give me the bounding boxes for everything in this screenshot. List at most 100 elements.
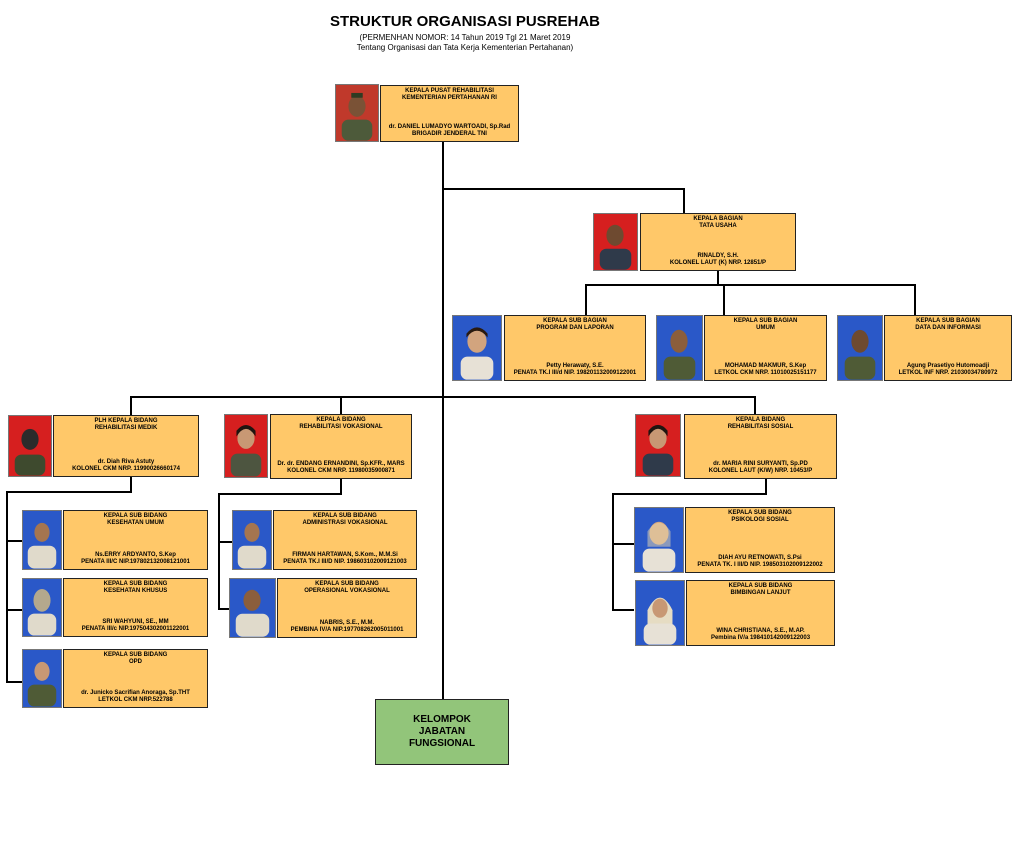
node-kasubbid-ops: KEPALA SUB BIDANG OPERASIONAL VOKASIONAL… — [277, 578, 417, 638]
connector-sosial-psi — [612, 543, 634, 545]
connector-tu-drop — [683, 188, 685, 213]
node-title: KEPALA PUSAT REHABILITASI — [405, 88, 494, 94]
connector-subbag-data — [914, 284, 916, 315]
node-kasubbag-program: KEPALA SUB BAGIAN PROGRAM DAN LAPORAN Pe… — [504, 315, 646, 381]
node-title: KEPALA SUB BAGIAN — [543, 318, 607, 324]
connector-medik-horizontal — [6, 491, 132, 493]
node-rank: PENATA TK.I III/D NIP. 19860310200912100… — [283, 559, 407, 565]
node-title: KEPALA SUB BIDANG — [313, 513, 377, 519]
node-person-name: Petty Herawaty, S.E. — [546, 363, 604, 369]
node-kasubbid-opd: KEPALA SUB BIDANG OPD dr. Junicko Sacrif… — [63, 649, 208, 708]
person-portrait-icon — [635, 580, 685, 646]
person-portrait-icon — [8, 415, 52, 477]
node-title: KEPALA SUB BIDANG — [728, 510, 792, 516]
node-title: KEPALA BAGIAN — [693, 216, 743, 222]
person-portrait-icon — [656, 315, 703, 381]
node-subtitle: REHABILITASI VOKASIONAL — [299, 424, 383, 430]
person-portrait-icon — [22, 510, 62, 570]
main-vertical-connector — [442, 142, 444, 699]
node-title: KEPALA SUB BAGIAN — [916, 318, 980, 324]
node-rank: KOLONEL LAUT (K/W) NRP. 10453/P — [708, 468, 813, 474]
fungsional-line3: FUNGSIONAL — [408, 738, 476, 749]
node-kasubbag-umum: KEPALA SUB BAGIAN UMUM MOHAMAD MAKMUR, S… — [704, 315, 827, 381]
chart-title: STRUKTUR ORGANISASI PUSREHAB — [329, 13, 600, 30]
node-person-name: Ns.ERRY ARDYANTO, S.Kep — [95, 552, 176, 558]
node-rank: BRIGADIR JENDERAL TNI — [412, 131, 487, 137]
node-subtitle: KESEHATAN UMUM — [107, 520, 164, 526]
node-subtitle: BIMBINGAN LANJUT — [730, 590, 791, 596]
node-subtitle: TATA USAHA — [699, 223, 737, 229]
node-kapusrehab: KEPALA PUSAT REHABILITASI KEMENTERIAN PE… — [380, 85, 519, 142]
node-rank: LETKOL INF NRP. 21030034780972 — [898, 370, 998, 376]
node-person-name: WINA CHRISTIANA, S.E., M.AP. — [716, 628, 805, 634]
node-subtitle: UMUM — [756, 325, 775, 331]
chart-subtitle-line1: (PERMENHAN NOMOR: 14 Tahun 2019 Tgl 21 M… — [359, 33, 571, 42]
node-rank: KOLONEL LAUT (K) NRP. 12851/P — [669, 260, 767, 266]
fungsional-line1: KELOMPOK — [413, 714, 471, 725]
node-person-name: dr. Diah Riva Astuty — [97, 459, 155, 465]
node-kabid-vokasional: KEPALA BIDANG REHABILITASI VOKASIONAL Dr… — [270, 414, 412, 479]
fungsional-line2: JABATAN — [418, 726, 466, 737]
node-person-name: FIRMAN HARTAWAN, S.Kom., M.M.Si — [292, 552, 398, 558]
connector-medik-kesum — [6, 540, 24, 542]
connector-bidang-horizontal — [130, 396, 756, 398]
connector-subbag-umum — [723, 284, 725, 315]
node-rank: LETKOL CKM NRP. 11010025151177 — [714, 370, 817, 376]
node-subtitle: KESEHATAN KHUSUS — [103, 588, 168, 594]
connector-medik-vertical — [6, 491, 8, 683]
connector-vokasional-adm — [218, 541, 232, 543]
person-portrait-icon — [335, 84, 379, 142]
node-title: KEPALA SUB BIDANG — [728, 583, 793, 589]
node-kasubbid-kessus: KEPALA SUB BIDANG KESEHATAN KHUSUS SRI W… — [63, 578, 208, 637]
connector-medik-down — [130, 477, 132, 492]
node-subtitle: OPD — [128, 659, 142, 665]
person-portrait-icon — [224, 414, 268, 478]
node-kasubbag-data: KEPALA SUB BAGIAN DATA DAN INFORMASI Agu… — [884, 315, 1012, 381]
node-subtitle: REHABILITASI SOSIAL — [727, 424, 794, 430]
person-portrait-icon — [229, 578, 276, 638]
node-person-name: SRI WAHYUNI, SE., MM — [102, 619, 169, 625]
connector-medik-opd — [6, 681, 24, 683]
person-portrait-icon — [837, 315, 883, 381]
node-kelompok-jabatan-fungsional: KELOMPOK JABATAN FUNGSIONAL — [375, 699, 509, 765]
node-subtitle: KEMENTERIAN PERTAHANAN RI — [402, 95, 497, 101]
person-portrait-icon — [452, 315, 502, 381]
node-subtitle: ADMINISTRASI VOKASIONAL — [302, 520, 388, 526]
node-title: KEPALA SUB BIDANG — [315, 581, 379, 587]
node-kabid-sosial: KEPALA BIDANG REHABILITASI SOSIAL dr. MA… — [684, 414, 837, 479]
node-rank: LETKOL CKM NRP.522788 — [98, 697, 173, 703]
connector-tu-horizontal — [442, 188, 685, 190]
node-kabid-medik: PLH KEPALA BIDANG REHABILITASI MEDIK dr.… — [53, 415, 199, 477]
node-rank: PENATA TK.I III/d NIP. 19820113200912200… — [513, 370, 637, 376]
node-kasubbid-psi: KEPALA SUB BIDANG PSIKOLOGI SOSIAL DIAH … — [685, 507, 835, 573]
person-portrait-icon — [593, 213, 638, 271]
connector-vokasional-horizontal — [218, 493, 342, 495]
node-person-name: MOHAMAD MAKMUR, S.Kep — [724, 363, 807, 369]
connector-subbag-program — [585, 284, 587, 315]
node-person-name: Agung Prasetiyo Hutomoadji — [906, 363, 990, 369]
node-title: KEPALA SUB BIDANG — [103, 581, 168, 587]
connector-sosial-vertical — [612, 493, 614, 611]
connector-subbag-horizontal — [585, 284, 916, 286]
node-person-name: DIAH AYU RETNOWATI, S.Psi — [718, 555, 802, 561]
node-kabag-tu: KEPALA BAGIAN TATA USAHA RINALDY, S.H.KO… — [640, 213, 796, 271]
node-rank: KOLONEL CKM NRP. 11990026660174 — [72, 466, 180, 472]
node-title: KEPALA BIDANG — [735, 417, 786, 423]
person-portrait-icon — [634, 507, 684, 573]
node-rank: Pembina IV/a 198410142009122003 — [710, 635, 811, 641]
node-person-name: Dr. dr. ENDANG ERNANDINI, Sp.KFR., MARS — [277, 461, 405, 467]
node-subtitle: PSIKOLOGI SOSIAL — [731, 517, 789, 523]
connector-vokasional-ops — [218, 608, 232, 610]
chart-subtitle-line2: Tentang Organisasi dan Tata Kerja Kement… — [356, 43, 574, 52]
node-rank: PENATA III/C NIP.197802132008121001 — [81, 559, 190, 565]
connector-sosial-bimbingan — [612, 609, 634, 611]
node-person-name: dr. Junicko Sacrifian Anoraga, Sp.THT — [81, 690, 190, 696]
node-rank: PEMBINA IV/A NIP.197708262005011001 — [290, 627, 404, 633]
connector-bidang-vokasional — [340, 396, 342, 415]
connector-vokasional-vertical — [218, 493, 220, 610]
node-title: PLH KEPALA BIDANG — [94, 418, 158, 424]
connector-sosial-horizontal — [612, 493, 767, 495]
connector-bidang-medik — [130, 396, 132, 415]
connector-tu-down — [717, 271, 719, 285]
node-person-name: dr. DANIEL LUMADYO WARTOADI, Sp.Rad — [388, 124, 511, 130]
